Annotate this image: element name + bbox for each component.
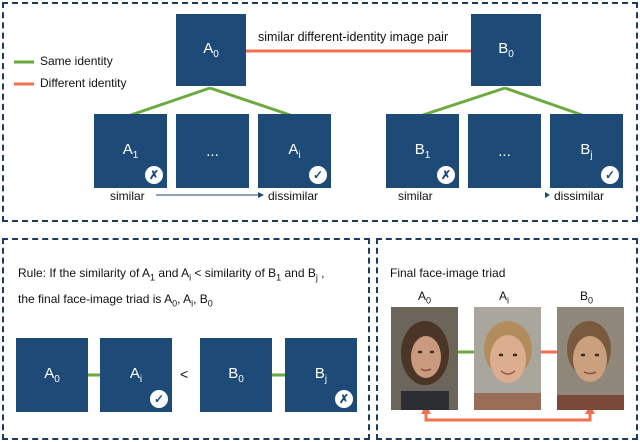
- box-a0: A0: [176, 14, 246, 86]
- triad-label-ai: Ai: [499, 289, 510, 306]
- box-a-ellipsis: ...: [176, 114, 249, 188]
- rule-box-a0-label: A0: [44, 365, 60, 385]
- top-panel: [2, 2, 638, 222]
- triad-title: Final face-image triad: [390, 266, 506, 280]
- box-a0-label: A0: [203, 40, 219, 60]
- box-a1: A1 ✗: [94, 114, 167, 188]
- rule-line-2: the final face-image triad is A0, Ai, B0: [18, 292, 213, 309]
- box-bj: Bj ✓: [550, 114, 623, 188]
- face-ai-svg: [474, 307, 541, 410]
- face-a0-svg: [391, 307, 458, 410]
- check-icon: ✓: [601, 166, 619, 184]
- legend-same-label: Same identity: [40, 54, 113, 68]
- face-photo-b0: [557, 307, 624, 410]
- legend-diff-label: Different identity: [40, 76, 127, 90]
- triad-bottom-arrow: [424, 412, 592, 422]
- right-sim-arrowhead: [545, 192, 550, 198]
- rule-box-bj-label: Bj: [314, 365, 328, 385]
- rule-box-ai-label: Ai: [129, 365, 143, 385]
- check-icon: ✓: [309, 166, 327, 184]
- box-b0-label: B0: [498, 40, 514, 60]
- cross-icon: ✗: [335, 390, 353, 408]
- box-b0: B0: [471, 14, 541, 86]
- rule-box-b0: B0: [200, 338, 272, 412]
- ellipsis-label: ...: [206, 142, 219, 160]
- box-ai: Ai ✓: [258, 114, 331, 188]
- box-ai-label: Ai: [288, 141, 301, 161]
- face-photo-ai: [474, 307, 541, 410]
- cross-icon: ✗: [145, 166, 163, 184]
- less-than-sign: <: [180, 366, 189, 382]
- check-icon: ✓: [150, 390, 168, 408]
- connector-a0-a1: [127, 86, 211, 118]
- rule-line-1: Rule: If the similarity of A1 and Ai < s…: [18, 266, 325, 283]
- rule-box-ai: Ai ✓: [100, 338, 172, 412]
- face-b0-svg: [557, 307, 624, 410]
- right-dissimilar-label: dissimilar: [554, 189, 605, 203]
- rule-box-b0-label: B0: [228, 365, 244, 385]
- connector-b0-bj: [504, 86, 586, 118]
- box-b-ellipsis: ...: [468, 114, 541, 188]
- cross-icon: ✗: [437, 166, 455, 184]
- rule-box-a0: A0: [16, 338, 88, 412]
- triad-label-a0: A0: [418, 289, 432, 306]
- pair-label: similar different-identity image pair: [258, 30, 449, 44]
- face-photo-a0: [391, 307, 458, 410]
- rule-box-bj: Bj ✗: [285, 338, 357, 412]
- connector-b0-b1: [419, 86, 506, 118]
- box-bj-label: Bj: [580, 141, 593, 161]
- triad-panel: [376, 238, 638, 440]
- box-a1-label: A1: [122, 141, 139, 161]
- connector-a0-ai: [209, 86, 294, 118]
- ellipsis-label: ...: [498, 142, 511, 160]
- left-sim-arrowhead: [258, 192, 264, 198]
- triad-label-b0: B0: [580, 289, 594, 306]
- right-similar-label: similar: [398, 189, 433, 203]
- rule-panel: [2, 238, 370, 440]
- box-b1-label: B1: [414, 141, 431, 161]
- box-b1: B1 ✗: [386, 114, 459, 188]
- left-dissimilar-label: dissimilar: [268, 189, 319, 203]
- left-similar-label: similar: [110, 189, 145, 203]
